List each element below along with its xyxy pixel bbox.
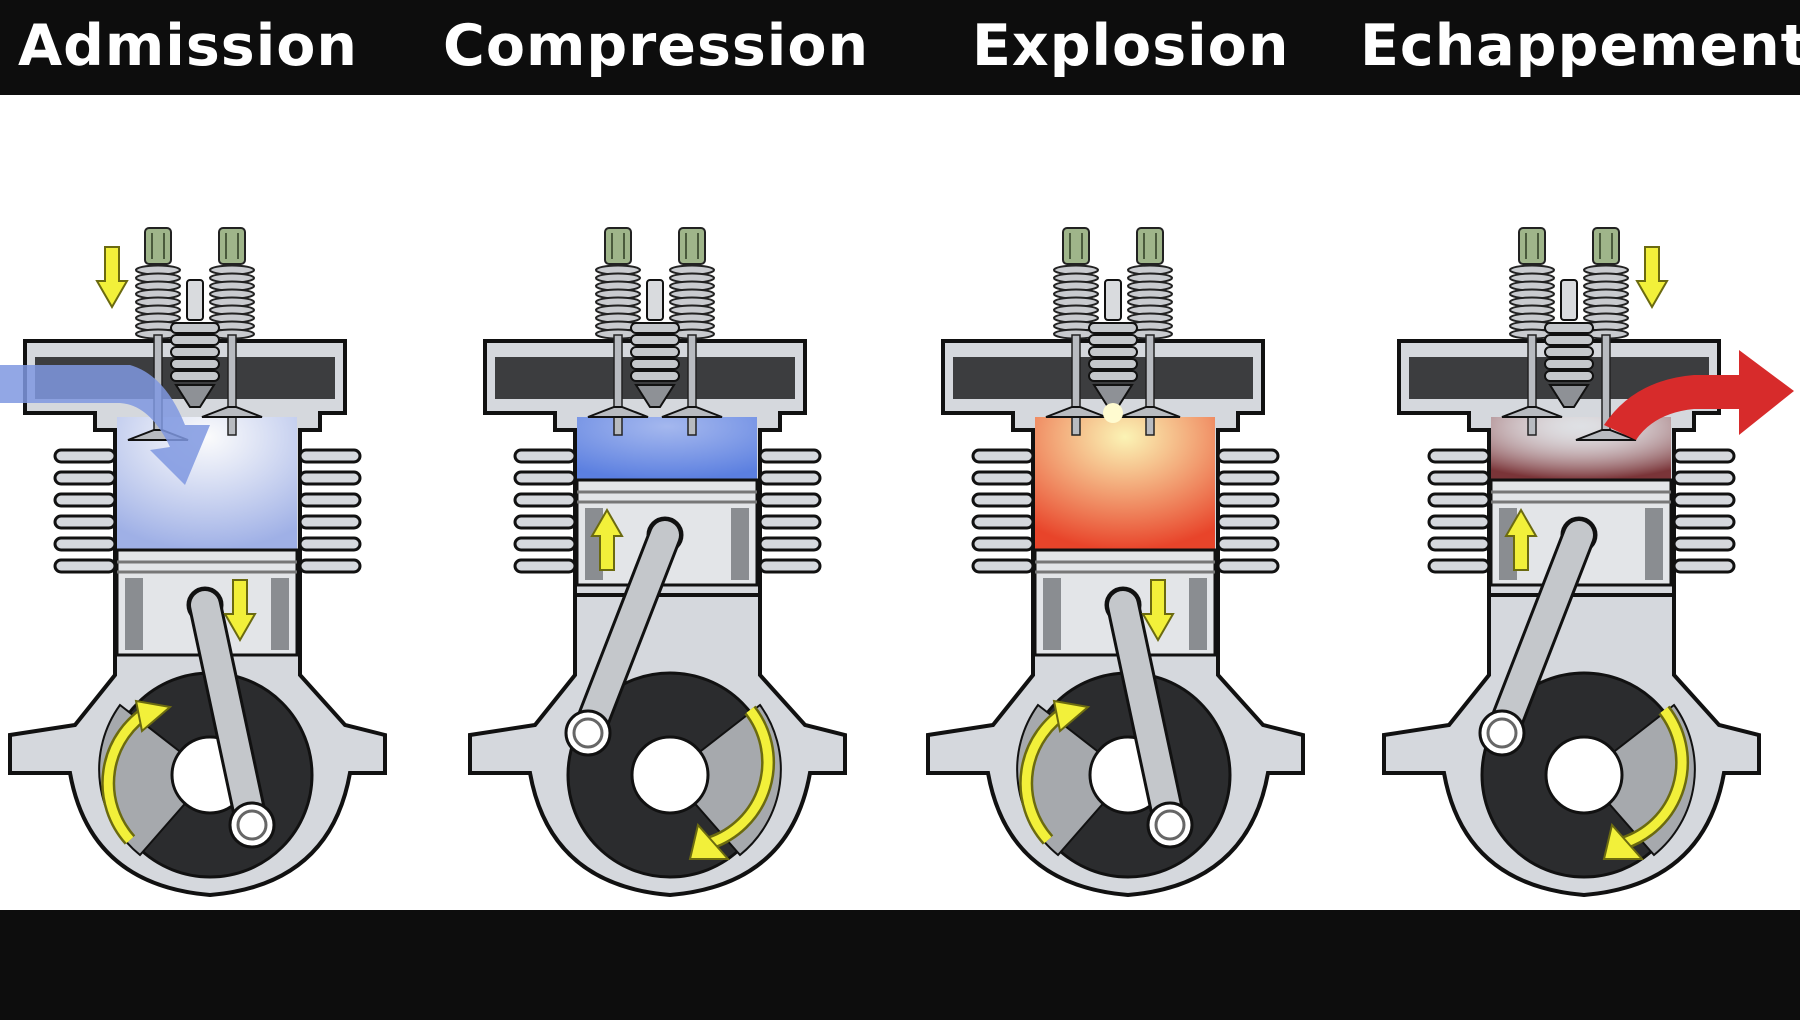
cooling-fins bbox=[53, 448, 362, 574]
piston-direction-arrow bbox=[1141, 579, 1175, 643]
crankshaft bbox=[1478, 518, 1696, 879]
valve-cap bbox=[604, 227, 632, 265]
counterweight bbox=[1016, 703, 1130, 857]
valve-cap bbox=[678, 227, 706, 265]
crankshaft bbox=[564, 518, 782, 879]
crank-pin bbox=[1146, 801, 1194, 849]
valve-cap bbox=[1062, 227, 1090, 265]
connecting-rod bbox=[191, 591, 266, 839]
spark-plug bbox=[1088, 279, 1138, 423]
exhaust-valve-head bbox=[1119, 406, 1181, 418]
cooling-fins bbox=[1427, 448, 1736, 574]
engine-diagram-area bbox=[0, 95, 1800, 910]
exhaust-valve bbox=[209, 227, 255, 436]
piston-direction-arrow bbox=[590, 507, 624, 571]
spark-plug bbox=[170, 279, 220, 408]
crank-pin bbox=[564, 709, 612, 757]
bottom-bar bbox=[0, 910, 1800, 1020]
intake-valve bbox=[1509, 227, 1555, 436]
counterweight bbox=[98, 703, 212, 857]
connecting-rod bbox=[1488, 521, 1593, 747]
valve-cap bbox=[1518, 227, 1546, 265]
main-journal bbox=[1544, 735, 1624, 815]
piston-direction-arrow bbox=[1504, 507, 1538, 571]
valve-cap bbox=[1592, 227, 1620, 265]
combustion-chamber bbox=[577, 417, 757, 480]
valve-cap bbox=[218, 227, 246, 265]
rotation-arrow bbox=[1622, 707, 1687, 848]
crankshaft bbox=[1016, 588, 1232, 879]
valve-stem bbox=[1071, 334, 1081, 436]
stroke-title-compression: Compression bbox=[443, 13, 870, 79]
main-journal bbox=[630, 735, 710, 815]
engine-1 bbox=[0, 227, 387, 898]
crank-pin bbox=[1478, 709, 1526, 757]
combustion-chamber bbox=[1035, 417, 1215, 550]
cooling-fins bbox=[971, 448, 1280, 574]
engine-2 bbox=[468, 227, 847, 898]
valve-direction-arrow bbox=[95, 246, 129, 310]
valve-cap bbox=[144, 227, 172, 265]
crank-pin bbox=[228, 801, 276, 849]
exhaust-valve bbox=[1127, 227, 1173, 436]
intake-flow-arrow bbox=[0, 365, 210, 485]
spark-plug bbox=[630, 279, 680, 408]
valve-stem bbox=[687, 334, 697, 436]
valve-stem bbox=[1145, 334, 1155, 436]
rotation-arrow bbox=[103, 706, 153, 844]
valve-direction-arrow bbox=[1635, 246, 1669, 310]
exhaust-flow-arrow bbox=[1604, 350, 1794, 440]
rotation-arrow bbox=[1021, 706, 1071, 844]
intake-valve-head bbox=[1501, 406, 1563, 418]
exhaust-valve-head bbox=[201, 406, 263, 418]
spark-glow bbox=[1103, 403, 1123, 423]
exhaust-valve-head bbox=[1575, 429, 1637, 441]
connecting-rod bbox=[574, 521, 679, 747]
exhaust-valve bbox=[1583, 227, 1629, 436]
engine-3 bbox=[926, 227, 1305, 898]
spark-plug bbox=[1544, 279, 1594, 408]
stroke-title-explosion: Explosion bbox=[972, 13, 1290, 79]
exhaust-valve bbox=[669, 227, 715, 436]
intake-valve bbox=[1053, 227, 1099, 436]
exhaust-valve-head bbox=[661, 406, 723, 418]
crankshaft bbox=[98, 588, 314, 879]
connecting-rod bbox=[1109, 591, 1184, 839]
valve-cap bbox=[1136, 227, 1164, 265]
rotation-arrow bbox=[708, 707, 773, 848]
engine-4 bbox=[1382, 227, 1794, 898]
intake-valve-head bbox=[1045, 406, 1107, 418]
cooling-fins bbox=[513, 448, 822, 574]
valve-stem bbox=[1527, 334, 1537, 436]
piston-direction-arrow bbox=[223, 579, 257, 643]
stroke-title-echappement: Echappement bbox=[1360, 13, 1800, 79]
stroke-title-admission: Admission bbox=[18, 13, 358, 79]
valve-stem bbox=[227, 334, 237, 436]
intake-valve-head bbox=[587, 406, 649, 418]
valve-stem bbox=[613, 334, 623, 436]
title-bar: Admission Compression Explosion Echappem… bbox=[0, 0, 1800, 95]
